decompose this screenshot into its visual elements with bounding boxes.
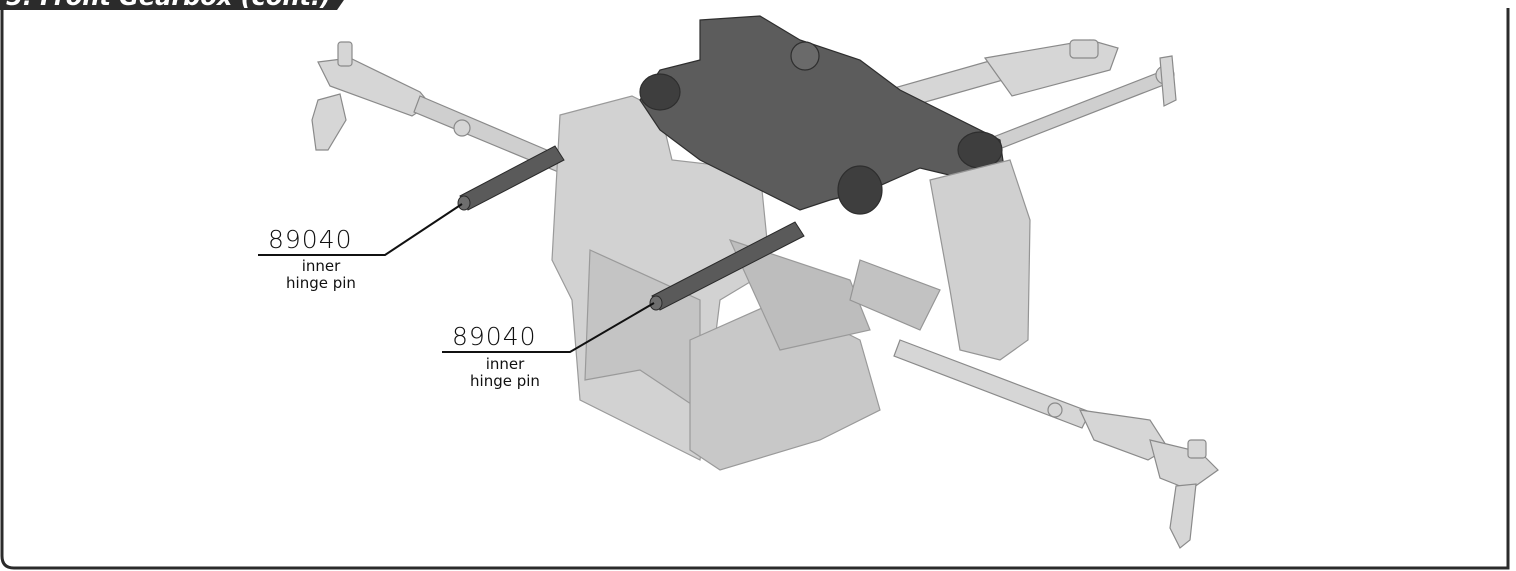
part-number: 89040 xyxy=(268,225,353,254)
bulkhead-plate xyxy=(639,15,1005,215)
part-description-line: inner xyxy=(301,257,341,275)
upper-right-rod xyxy=(879,39,1177,163)
left-tie-rod xyxy=(311,41,576,177)
lower-right-tie-rod xyxy=(893,339,1219,549)
part-description: inner hinge pin xyxy=(450,356,560,390)
part-description-line: inner xyxy=(485,355,525,373)
part-description: inner hinge pin xyxy=(266,258,376,292)
steering-knuckle xyxy=(849,159,1031,361)
part-number: 89040 xyxy=(452,322,537,351)
hinge-pins xyxy=(457,145,805,311)
part-description-line: hinge pin xyxy=(286,274,356,292)
leader-lines xyxy=(258,203,655,353)
panel-frame xyxy=(0,8,1510,570)
section-title: 5. Front Gearbox (cont.) xyxy=(0,0,355,10)
part-description-line: hinge pin xyxy=(470,372,540,390)
gearbox-housing xyxy=(551,95,881,471)
